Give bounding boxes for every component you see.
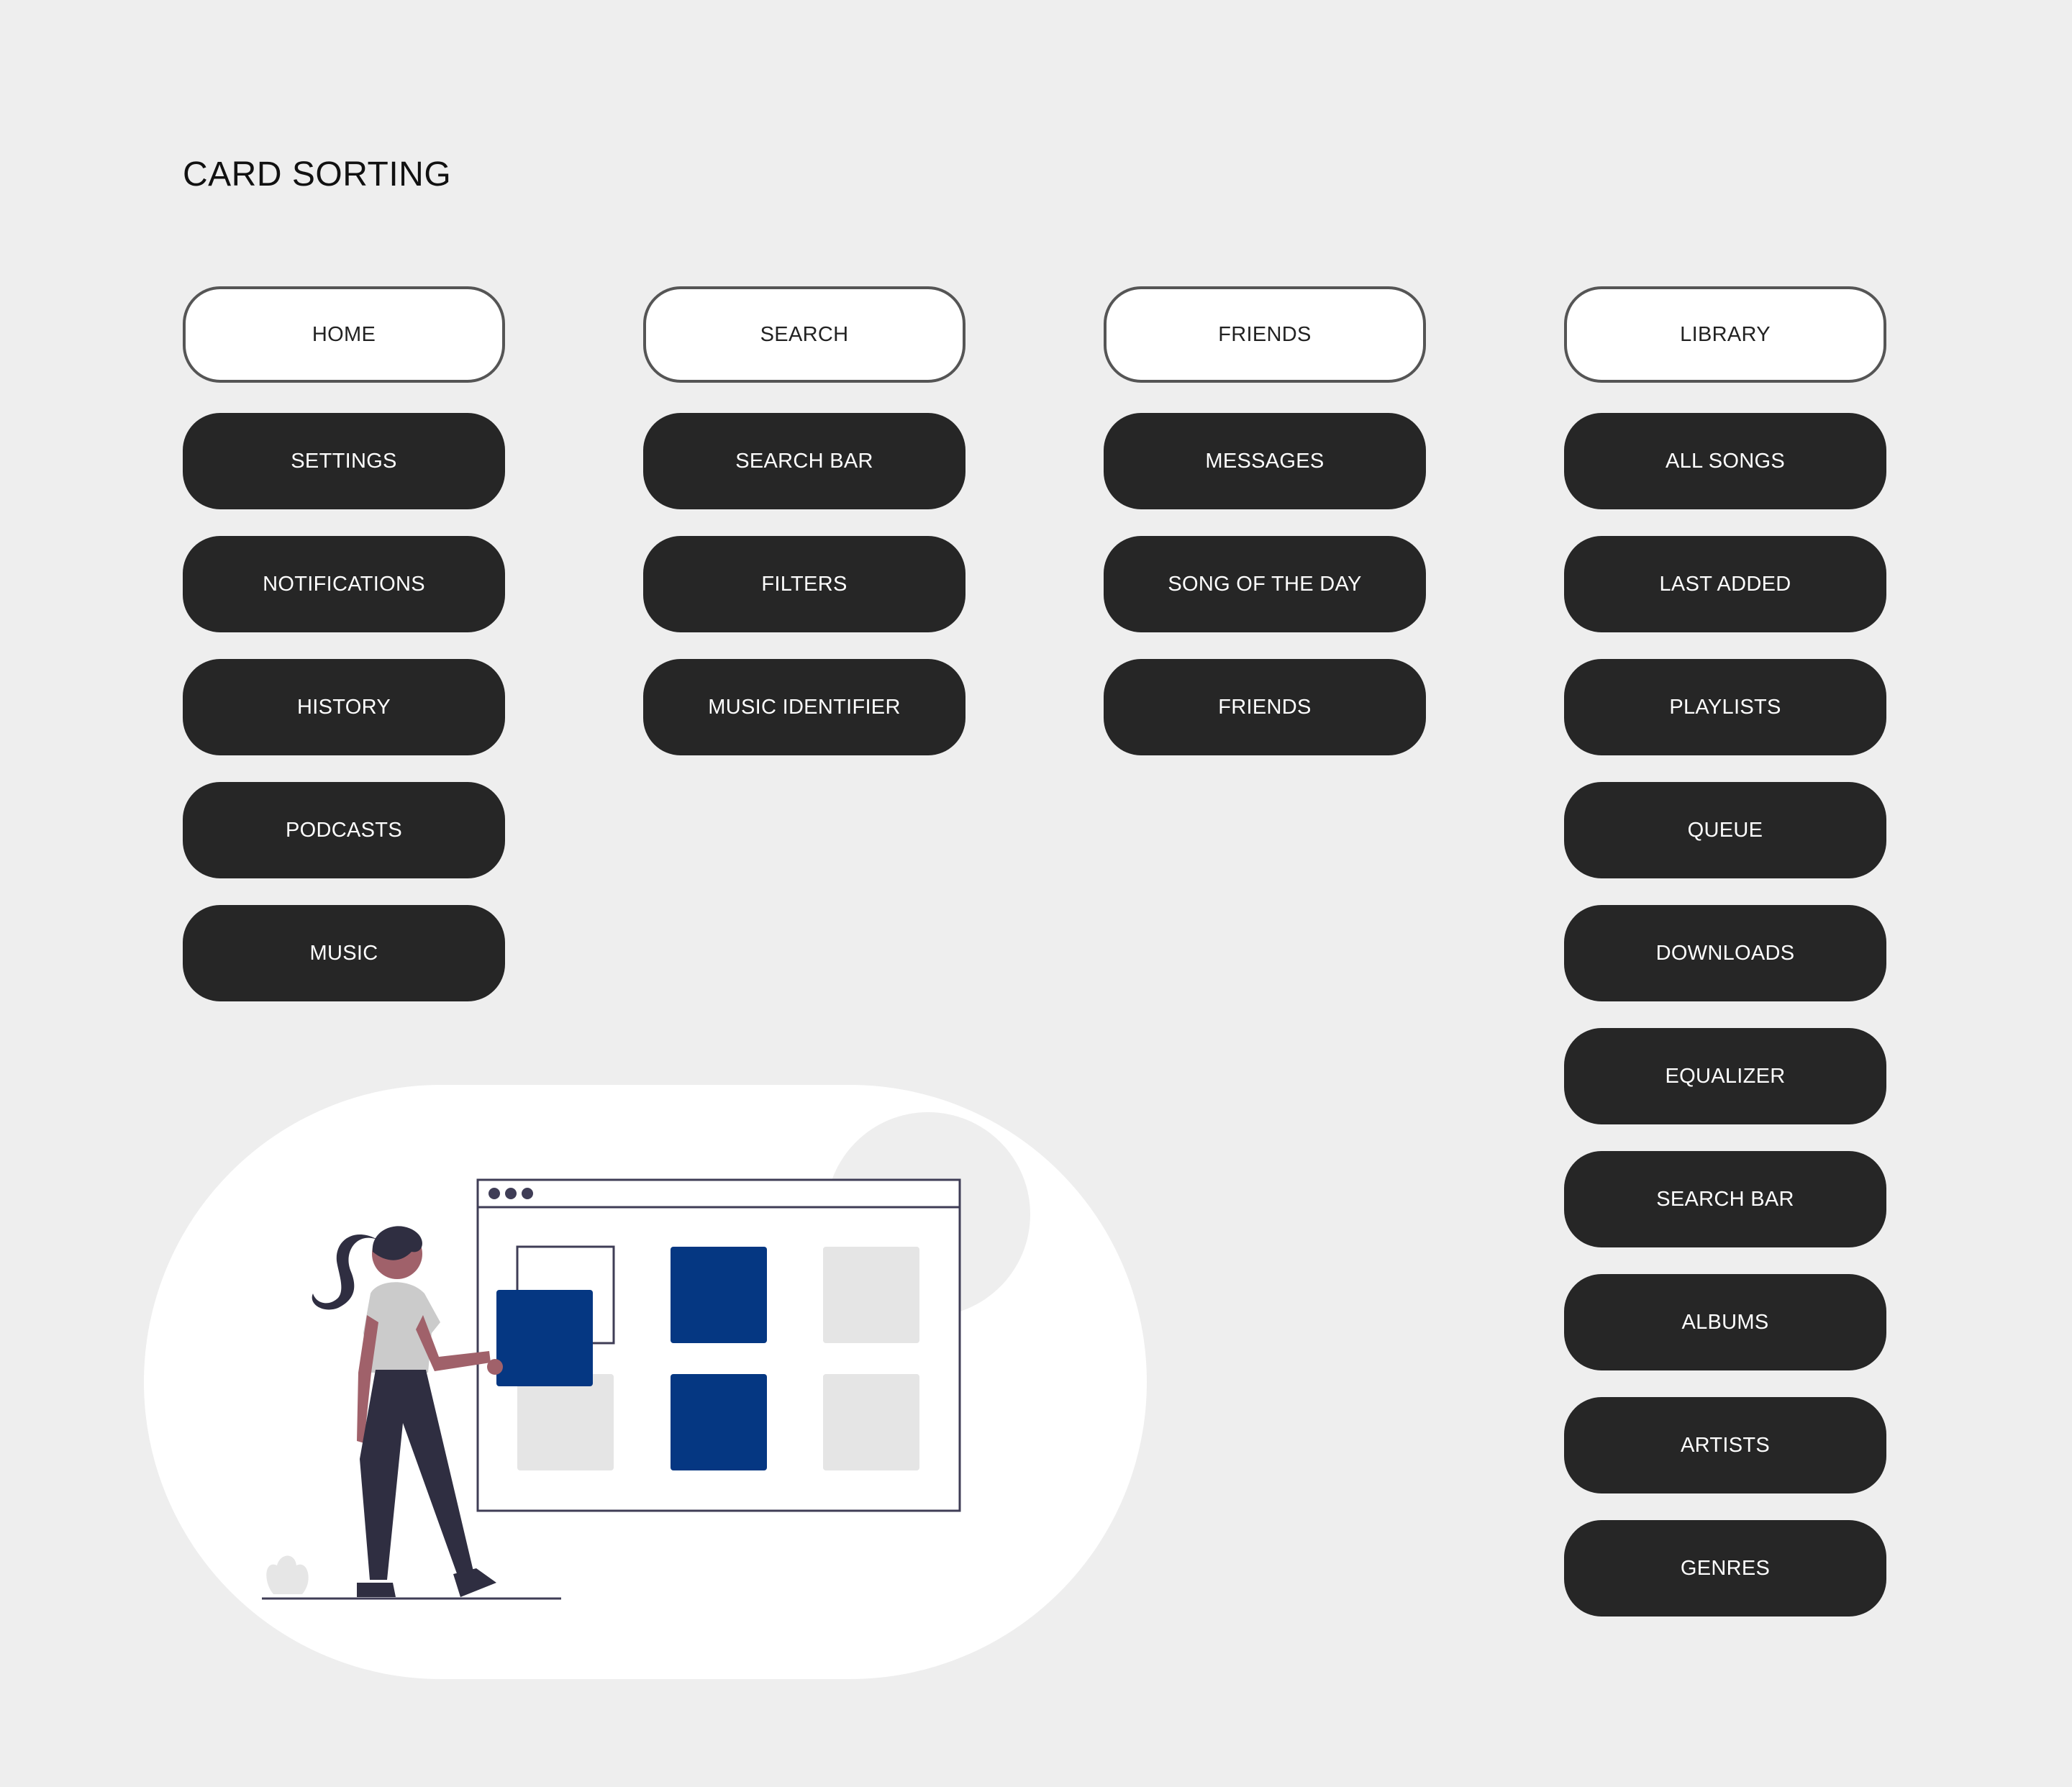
card-all-songs[interactable]: ALL SONGS (1564, 413, 1886, 509)
card-downloads[interactable]: DOWNLOADS (1564, 905, 1886, 1001)
category-card-library[interactable]: LIBRARY (1564, 286, 1886, 383)
browser-dot-icon (489, 1188, 500, 1199)
card-artists[interactable]: ARTISTS (1564, 1397, 1886, 1493)
woman-arm (416, 1315, 491, 1371)
category-card-home[interactable]: HOME (183, 286, 505, 383)
card-genres[interactable]: GENRES (1564, 1520, 1886, 1617)
card-equalizer[interactable]: EQUALIZER (1564, 1028, 1886, 1124)
tile-blue (671, 1247, 767, 1343)
browser-dot-icon (522, 1188, 533, 1199)
browser-dot-icon (505, 1188, 517, 1199)
category-card-search[interactable]: SEARCH (643, 286, 965, 383)
card-song-of-the-day[interactable]: SONG OF THE DAY (1104, 536, 1426, 632)
tile-grey (823, 1247, 919, 1343)
card-albums[interactable]: ALBUMS (1564, 1274, 1886, 1370)
category-card-friends[interactable]: FRIENDS (1104, 286, 1426, 383)
woman-hand (487, 1359, 503, 1375)
card-music[interactable]: MUSIC (183, 905, 505, 1001)
tile-held-blue (496, 1290, 593, 1386)
card-friends[interactable]: FRIENDS (1104, 659, 1426, 755)
card-search-bar-library[interactable]: SEARCH BAR (1564, 1151, 1886, 1247)
column-friends: FRIENDS MESSAGES SONG OF THE DAY FRIENDS (1104, 286, 1426, 782)
card-history[interactable]: HISTORY (183, 659, 505, 755)
page-title: CARD SORTING (183, 155, 452, 194)
column-search: SEARCH SEARCH BAR FILTERS MUSIC IDENTIFI… (643, 286, 965, 782)
woman-sorting-cards-illustration (144, 1085, 1147, 1679)
column-home: HOME SETTINGS NOTIFICATIONS HISTORY PODC… (183, 286, 505, 1028)
column-library: LIBRARY ALL SONGS LAST ADDED PLAYLISTS Q… (1564, 286, 1886, 1643)
card-podcasts[interactable]: PODCASTS (183, 782, 505, 878)
card-playlists[interactable]: PLAYLISTS (1564, 659, 1886, 755)
card-last-added[interactable]: LAST ADDED (1564, 536, 1886, 632)
plant-icon (266, 1555, 309, 1594)
card-search-bar[interactable]: SEARCH BAR (643, 413, 965, 509)
woman-shoe (357, 1583, 396, 1597)
woman-legs (360, 1370, 473, 1580)
tile-grey (823, 1374, 919, 1470)
card-queue[interactable]: QUEUE (1564, 782, 1886, 878)
woman-torso (363, 1282, 440, 1373)
tile-blue (671, 1374, 767, 1470)
card-notifications[interactable]: NOTIFICATIONS (183, 536, 505, 632)
woman-ponytail (312, 1234, 381, 1310)
card-settings[interactable]: SETTINGS (183, 413, 505, 509)
tile-grey (517, 1374, 614, 1470)
woman-shoe (453, 1568, 496, 1597)
card-music-identifier[interactable]: MUSIC IDENTIFIER (643, 659, 965, 755)
woman-hair (372, 1226, 422, 1260)
woman-back-arm (357, 1315, 378, 1443)
card-filters[interactable]: FILTERS (643, 536, 965, 632)
card-messages[interactable]: MESSAGES (1104, 413, 1426, 509)
